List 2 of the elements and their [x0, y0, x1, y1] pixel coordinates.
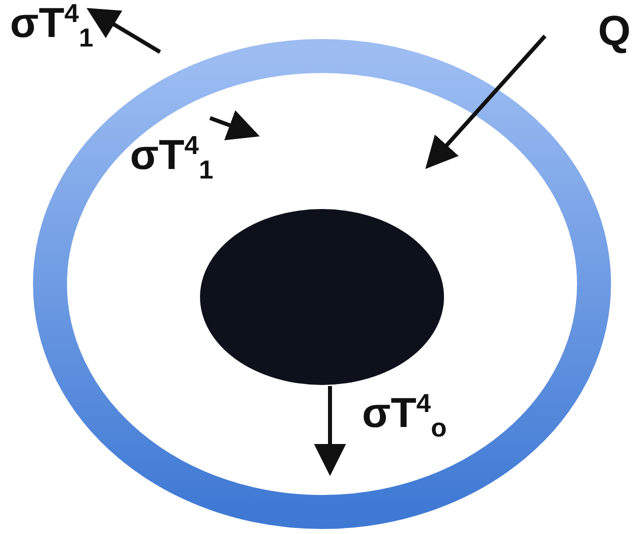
- flux-label: Q: [598, 10, 631, 52]
- inner-sphere: [200, 209, 444, 385]
